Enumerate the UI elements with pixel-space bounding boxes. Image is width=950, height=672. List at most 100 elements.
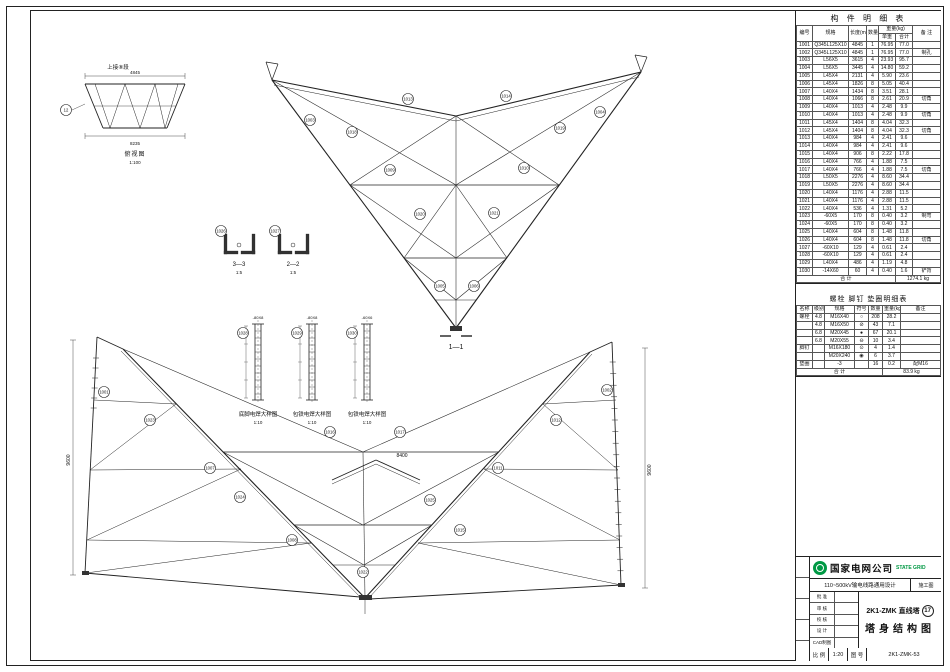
sign-label: 批 准 — [810, 592, 835, 603]
title-block-bottom-row: 比 例 1:20 图 号 2K1-ZMK-53 — [810, 648, 941, 661]
angle-section-details: 3—3 1:5 2—2 1:5 — [223, 233, 310, 275]
bolts-table-grid: 名称 级别 规格 符号 数量 重量(kg) 备注 螺栓4.8M16X40○208… — [796, 305, 941, 377]
sign-label: 审 核 — [810, 603, 835, 614]
weld-scale: 1:10 — [254, 420, 263, 425]
weld-size-label: -80X8 — [253, 315, 264, 320]
col-header-id: 编号 — [796, 25, 813, 42]
part-number-bubble: 1013 — [402, 93, 414, 105]
part-number-bubble: 1028 — [237, 327, 249, 339]
col-header-unit-weight: 单重 — [878, 32, 896, 42]
right-panel: 构 件 明 细 表 编号 规格 长度(mm) 数量 重量(kg) 备 注 单重 … — [795, 11, 941, 661]
bolts-table: 螺栓 脚钉 垫圈明细表 名称 级别 规格 符号 数量 重量(kg) 备注 螺栓4… — [796, 292, 941, 378]
svg-text:1009: 1009 — [385, 168, 395, 173]
col-header-symbol: 符号 — [854, 305, 869, 315]
part-number-bubble: 12 — [60, 104, 72, 116]
svg-text:1008: 1008 — [287, 538, 297, 543]
svg-text:1010: 1010 — [519, 166, 529, 171]
part-number-bubble: 1007 — [204, 462, 216, 474]
col-header-name: 名称 — [796, 305, 813, 315]
scale-value: 1:20 — [829, 648, 848, 661]
tower-model: 2K1-ZMK 直线塔 — [866, 608, 920, 615]
sign-label: CAD制图 — [810, 637, 835, 649]
part-number-bubble: 1011 — [492, 462, 504, 474]
section-3-3-label: 3—3 — [233, 262, 246, 268]
weld-caption: 底脚电焊大样图 — [239, 410, 278, 418]
lower-top-chevron: 8400 — [331, 453, 421, 485]
col-header-sum-weight: 合计 — [895, 32, 913, 42]
svg-text:1015: 1015 — [455, 528, 465, 533]
scale-label: 比 例 — [810, 648, 829, 661]
svg-text:1002: 1002 — [602, 388, 612, 393]
part-number-bubble: 1014 — [500, 90, 512, 102]
signature-column: 批 准 审 核 校 核 设 计 CAD制图 — [810, 592, 859, 649]
project-name: 110~500kV输电线路通用设计 — [824, 583, 896, 589]
svg-text:1026: 1026 — [216, 229, 226, 234]
col-header-length: 长度(mm) — [848, 25, 867, 42]
link-section-label: 上接⑧段 — [107, 63, 129, 71]
lower-body-truss: 9600 9600 — [66, 336, 653, 614]
project-row: 110~500kV输电线路通用设计 施工图 — [810, 579, 941, 592]
col-header-qty: 数量 — [866, 25, 879, 42]
svg-text:1030: 1030 — [347, 331, 357, 336]
company-row: 国家电网公司 STATE GRID — [810, 557, 941, 579]
dim-label: 4845 — [130, 70, 141, 75]
company-brand: STATE GRID — [896, 564, 926, 571]
sheet-number-badge: 17 — [921, 605, 934, 617]
parts-total-value: 1274.1 kg — [895, 274, 941, 284]
part-number-bubble: 1029 — [291, 327, 303, 339]
svg-text:1021: 1021 — [489, 211, 499, 216]
col-header-grade: 级别 — [812, 305, 825, 315]
blank-area — [796, 377, 941, 556]
weld-scale: 1:10 — [363, 420, 372, 425]
svg-text:1025: 1025 — [425, 498, 435, 503]
sign-label: 设 计 — [810, 626, 835, 637]
section-2-2-label: 2—2 — [287, 262, 300, 268]
part-number-bubble: 1003 — [304, 114, 316, 126]
svg-text:1019: 1019 — [555, 126, 565, 131]
dim-label: 8400 — [396, 453, 407, 459]
svg-text:1029: 1029 — [292, 331, 302, 336]
part-number-bubble: 1010 — [518, 162, 530, 174]
drawing-title: 塔身结构图 — [865, 624, 935, 635]
parts-total-label: 合 计 — [796, 274, 896, 284]
drawing-no-label: 图 号 — [848, 648, 867, 661]
parts-table-grid: 编号 规格 长度(mm) 数量 重量(kg) 备 注 单重 合计 1001Q34… — [796, 25, 941, 284]
section-3-3-scale: 1:5 — [236, 270, 243, 275]
svg-text:1007: 1007 — [205, 466, 215, 471]
part-number-bubble: 1015 — [454, 524, 466, 536]
section-2-2-scale: 1:5 — [290, 270, 297, 275]
part-number-bubble: 1005 — [434, 280, 446, 292]
part-number-bubble: 1030 — [346, 327, 358, 339]
part-number-bubble: 1022 — [357, 566, 369, 578]
part-number-bubble: 1006 — [468, 280, 480, 292]
svg-text:1020: 1020 — [415, 212, 425, 217]
weld-scale: 1:10 — [308, 420, 317, 425]
col-header-spec: 规格 — [824, 305, 855, 315]
dim-label: 8235 — [130, 141, 141, 146]
svg-text:1027: 1027 — [270, 229, 280, 234]
part-number-bubble: 1018 — [346, 126, 358, 138]
svg-text:1001: 1001 — [99, 390, 109, 395]
dim-label: 9600 — [66, 454, 72, 465]
title-block: 国家电网公司 STATE GRID 110~500kV输电线路通用设计 施工图 … — [796, 556, 941, 661]
